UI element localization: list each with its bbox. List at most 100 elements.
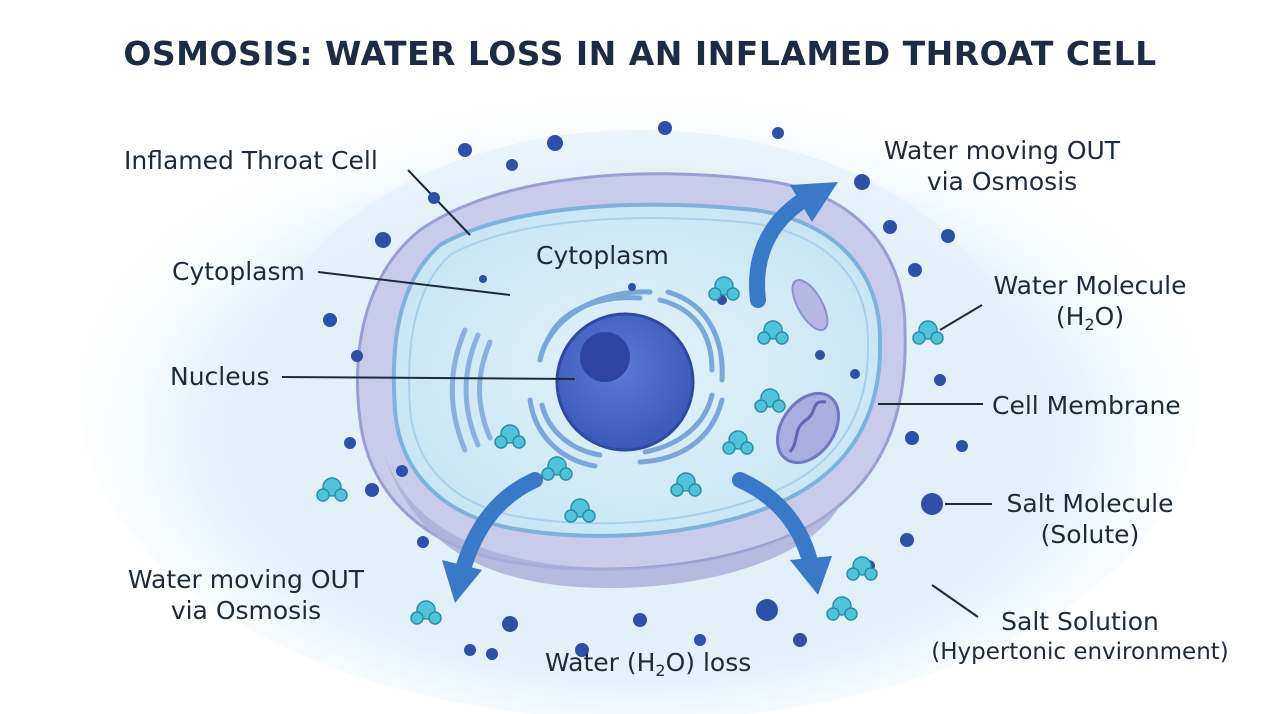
water-atom — [428, 611, 442, 625]
water-atom — [912, 331, 926, 345]
salt-molecule — [900, 533, 914, 547]
water-atom — [844, 607, 858, 621]
water-molecule — [708, 276, 740, 301]
salt-molecule — [479, 275, 487, 283]
water-atom — [708, 287, 722, 301]
water-atom — [775, 331, 789, 345]
water-molecule — [541, 456, 573, 481]
water-atom — [740, 441, 754, 455]
salt-molecule — [854, 174, 870, 190]
water-molecule — [754, 388, 786, 413]
water-atom — [757, 331, 771, 345]
water-atom — [334, 488, 348, 502]
golgi-apparatus — [449, 327, 493, 453]
label-water-out-left-line2: via Osmosis — [170, 596, 322, 625]
page-title: OSMOSIS: WATER LOSS IN AN INFLAMED THROA… — [123, 34, 1157, 73]
water-atom — [722, 441, 736, 455]
salt-molecule — [323, 313, 337, 327]
water-atom — [541, 467, 555, 481]
salt-molecule — [850, 369, 860, 379]
water-atom — [846, 567, 860, 581]
salt-molecule — [633, 613, 647, 627]
water-atom — [582, 509, 596, 523]
water-atom — [826, 607, 840, 621]
water-atom — [494, 435, 508, 449]
label-water-molecule-line1: Water Molecule — [993, 271, 1187, 300]
label-salt-molecule-line1: Salt Molecule — [1006, 489, 1174, 518]
water-molecule — [564, 498, 596, 523]
salt-molecule — [905, 431, 919, 445]
water-molecule — [316, 477, 348, 502]
label-water-out-right-line1: Water moving OUT — [883, 136, 1121, 165]
label-nucleus: Nucleus — [170, 362, 270, 391]
water-molecule — [826, 596, 858, 621]
label-water-out-right: Water moving OUT via Osmosis — [872, 135, 1132, 197]
label-inflamed-throat-cell: Inflamed Throat Cell — [124, 146, 378, 175]
salt-molecule — [396, 465, 408, 477]
salt-molecule — [375, 232, 391, 248]
salt-molecule — [428, 192, 440, 204]
label-water-loss-a: Water (H — [545, 648, 656, 677]
water-molecule — [912, 320, 944, 345]
water-atom — [688, 483, 702, 497]
water-atom — [559, 467, 573, 481]
salt-molecule — [628, 283, 636, 291]
leader-lines — [281, 169, 992, 618]
water-atom — [316, 488, 330, 502]
label-salt-solution-line2: (Hypertonic environment) — [931, 639, 1229, 665]
salt-molecule — [658, 121, 672, 135]
water-atom — [670, 483, 684, 497]
label-water-out-left: Water moving OUT via Osmosis — [116, 564, 376, 626]
label-cytoplasm-outer: Cytoplasm — [172, 257, 305, 286]
water-atom — [410, 611, 424, 625]
cell-membrane-inner — [408, 217, 870, 525]
water-atom — [930, 331, 944, 345]
salt-molecule — [547, 135, 563, 151]
label-water-loss-sub: 2 — [655, 661, 666, 680]
label-salt-solution-line1: Salt Solution — [1001, 607, 1159, 636]
vesicle — [791, 279, 829, 331]
salt-molecule — [793, 633, 807, 647]
salt-molecule — [908, 263, 922, 277]
salt-molecule — [365, 483, 379, 497]
label-water-out-left-line1: Water moving OUT — [127, 565, 365, 594]
label-salt-solution: Salt Solution (Hypertonic environment) — [915, 606, 1245, 668]
water-molecule — [722, 430, 754, 455]
water-atom — [564, 509, 578, 523]
salt-molecule — [956, 440, 968, 452]
endoplasmic-reticulum — [527, 289, 725, 469]
label-water-molecule-line2: (H2O) — [980, 301, 1200, 340]
salt-molecule-legend — [921, 493, 943, 515]
nucleus — [555, 312, 695, 452]
water-molecule — [494, 424, 526, 449]
water-atom — [512, 435, 526, 449]
salt-molecule — [934, 374, 946, 386]
salt-molecules — [323, 121, 968, 660]
label-water-molecule-o: O) — [1094, 302, 1125, 331]
label-salt-molecule-line2: (Solute) — [1040, 520, 1140, 549]
water-atom — [754, 399, 768, 413]
water-molecule — [846, 556, 878, 581]
label-cytoplasm-inner: Cytoplasm — [536, 241, 669, 270]
salt-molecule — [756, 599, 778, 621]
water-molecule — [410, 600, 442, 625]
arrow-head-bottom-left — [442, 560, 482, 603]
label-water-molecule-h: (H — [1055, 302, 1085, 331]
nucleolus — [580, 332, 630, 382]
label-water-loss: Water (H2O) loss — [545, 647, 751, 686]
salt-molecule — [694, 634, 706, 646]
water-atom — [864, 567, 878, 581]
salt-molecule — [815, 350, 825, 360]
salt-molecule — [575, 643, 589, 657]
arrow-top-right — [749, 187, 820, 308]
salt-molecule — [506, 159, 518, 171]
label-water-molecule: Water Molecule (H2O) — [980, 270, 1200, 340]
salt-molecule — [464, 644, 476, 656]
salt-molecule — [772, 127, 784, 139]
salt-molecule — [941, 229, 955, 243]
salt-molecule — [417, 536, 429, 548]
water-atom — [726, 287, 740, 301]
label-cell-membrane: Cell Membrane — [992, 391, 1181, 420]
salt-molecule — [883, 220, 897, 234]
arrow-head-top-right — [790, 182, 838, 222]
